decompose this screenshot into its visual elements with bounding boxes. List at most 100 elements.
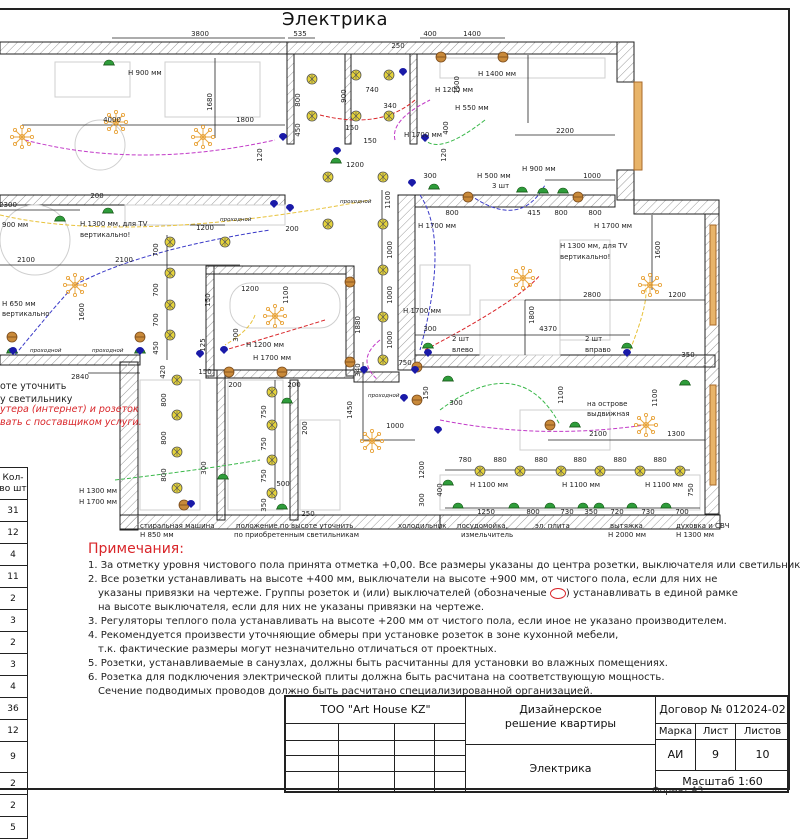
notes-heading: Примечания: xyxy=(88,541,184,557)
label-3pcs: 3 шт xyxy=(492,182,509,190)
scale: Масштаб 1:60 xyxy=(682,775,763,788)
contract-number: Договор № 012024-02 xyxy=(656,697,789,724)
dim-150c: 150 xyxy=(204,293,212,306)
dim-800h: 800 xyxy=(526,508,539,516)
dim-730b: 730 xyxy=(641,508,654,516)
dim-300c: 300 xyxy=(200,461,208,474)
legend-header: Кол-во шт xyxy=(0,467,28,500)
dim-200e: 200 xyxy=(301,421,309,434)
mark-label: Марка xyxy=(656,724,696,740)
legend-count: 5 xyxy=(0,816,28,839)
dim-1200e: 1200 xyxy=(418,461,426,479)
legend-count: 36 xyxy=(0,697,28,720)
label-height-note-2: по приобретенным светильникам xyxy=(234,531,359,539)
dim-1000d: 1000 xyxy=(386,422,404,430)
dim-2100a: 2100 xyxy=(17,256,35,264)
dim-1200a: 1200 xyxy=(346,161,364,169)
label-oven-h: H 1300 мм xyxy=(676,531,714,539)
label-washer: стиральная машина xyxy=(140,522,215,530)
legend-count: 11 xyxy=(0,565,28,588)
legend-count: 9 xyxy=(0,741,28,773)
left-note-line-2: у светильнику xyxy=(0,394,73,405)
note-6-cont: Сечение подводимых проводов должно быть … xyxy=(98,686,593,697)
legend-count: 2 xyxy=(0,772,28,795)
dim-1600: 1600 xyxy=(78,303,86,321)
dim-120: 120 xyxy=(256,148,264,161)
dim-300d: 300 xyxy=(423,325,436,333)
label-h1700-laundry: H 1700 мм xyxy=(79,498,117,506)
dim-880a: 880 xyxy=(493,456,506,464)
dim-340b: 340 xyxy=(354,363,362,376)
router-note-line-2: вать с поставщиком услуги. xyxy=(0,417,142,428)
dim-535: 535 xyxy=(293,30,306,38)
label-h900-bed: H 900 мм xyxy=(522,165,556,173)
label-h650: H 650 мм xyxy=(2,300,36,308)
label-left: влево xyxy=(452,346,473,354)
dim-120b: 120 xyxy=(440,148,448,161)
dim-1500: 1500 xyxy=(453,76,461,94)
label-2pcs-right: 2 шт xyxy=(585,335,602,343)
note-2-text-b: ) устанавливать в единой рамке xyxy=(565,588,738,599)
dimension-lines xyxy=(0,37,705,509)
note-4-cont: т.к. фактические размеры могут незначите… xyxy=(98,644,497,655)
note-2-cont-2: на высоте выключателя, если для них не у… xyxy=(98,602,485,613)
dim-1600b: 1600 xyxy=(654,241,662,259)
dim-150e: 150 xyxy=(422,386,430,399)
label-h1200-bath: H 1200 мм xyxy=(246,341,284,349)
dim-350b: 350 xyxy=(681,351,694,359)
legend-count-table: Кол-во шт 31 12 4 11 2 3 2 3 4 36 12 9 2… xyxy=(0,467,28,839)
label-h1700-corr: H 1700 мм xyxy=(403,307,441,315)
dim-800: 800 xyxy=(294,93,302,106)
dim-1880: 1880 xyxy=(354,316,362,334)
note-2: 2. Все розетки устанавливать на высоте +… xyxy=(88,574,718,585)
label-washer-h: H 850 мм xyxy=(140,531,174,539)
dim-700a: 700 xyxy=(152,243,160,256)
label-stove: эл. плита xyxy=(535,522,570,530)
dim-2840: 2840 xyxy=(71,373,89,381)
annotation-labels: H 900 мм H 1200 мм H 1400 мм H 550 мм H … xyxy=(2,69,730,539)
label-oven: духовка и СВЧ xyxy=(676,522,730,530)
dim-700d: 700 xyxy=(675,508,688,516)
dim-1400: 1400 xyxy=(463,30,481,38)
dim-1800b: 1800 xyxy=(528,306,536,324)
dim-1100d: 1100 xyxy=(651,389,659,407)
dim-800f: 800 xyxy=(160,431,168,444)
label-vert-l: вертикально! xyxy=(80,231,130,239)
dim-1000b: 1000 xyxy=(386,286,394,304)
label-h1300: H 1300 мм xyxy=(79,487,117,495)
dim-1680: 1680 xyxy=(206,93,214,111)
dim-880b: 880 xyxy=(534,456,547,464)
dim-1300: 1300 xyxy=(667,430,685,438)
dim-1200b: 1200 xyxy=(196,224,214,232)
dim-4370: 4370 xyxy=(539,325,557,333)
dim-3800: 3800 xyxy=(191,30,209,38)
dim-700b: 700 xyxy=(152,283,160,296)
paper-format: Формат А3 xyxy=(652,786,704,796)
dim-1800: 1800 xyxy=(236,116,254,124)
sheet-title: Электрика xyxy=(466,745,656,793)
floor-plan: 3800 535 250 400 1400 4000 1800 1680 120… xyxy=(0,30,730,539)
dim-1100: 1100 xyxy=(384,191,392,209)
label-h900-living: 900 мм xyxy=(2,221,28,229)
label-passage-5: проходной xyxy=(368,393,400,399)
label-h1200: H 1200 мм xyxy=(435,86,473,94)
note-5: 5. Розетки, устанавливаемые в санузлах, … xyxy=(88,658,668,669)
dim-2100c: 2100 xyxy=(589,430,607,438)
dim-250b: 250 xyxy=(301,510,314,518)
note-3: 3. Регуляторы теплого пола устанавливать… xyxy=(88,616,727,627)
dim-700c: 700 xyxy=(152,313,160,326)
label-hood: вытяжка xyxy=(610,522,643,530)
router-note-line-1: утера (интернет) и розеток xyxy=(0,404,139,415)
furniture xyxy=(0,57,701,511)
project-name: Дизайнерское решение квартиры xyxy=(466,697,656,745)
dim-350a: 350 xyxy=(260,498,268,511)
dim-2100b: 2100 xyxy=(115,256,133,264)
dim-1000: 1000 xyxy=(583,172,601,180)
sheets-value: 10 xyxy=(736,740,789,771)
dim-400: 400 xyxy=(423,30,436,38)
dim-750c: 750 xyxy=(260,469,268,482)
label-retractable: выдвижная xyxy=(587,410,630,418)
dim-900: 900 xyxy=(340,89,348,102)
dim-800g: 800 xyxy=(160,468,168,481)
dim-4000: 4000 xyxy=(103,116,121,124)
